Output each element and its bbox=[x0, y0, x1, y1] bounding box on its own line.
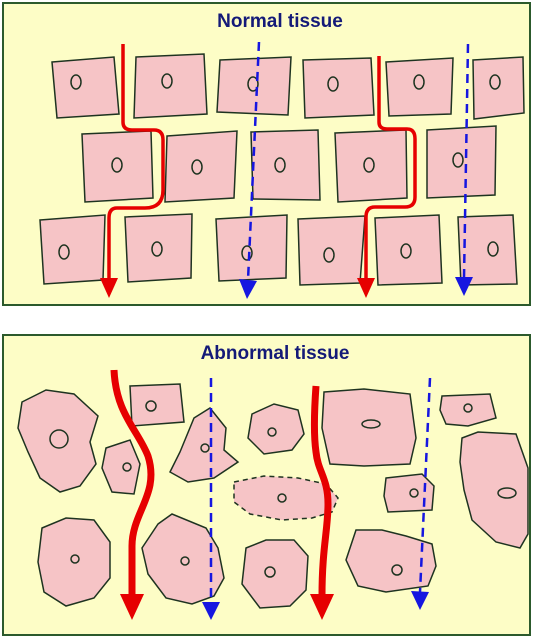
cell bbox=[82, 131, 153, 202]
cell bbox=[130, 384, 184, 426]
normal-tissue-diagram: Normal tissue bbox=[2, 2, 531, 306]
cell bbox=[303, 58, 374, 118]
cell bbox=[40, 215, 105, 284]
cell bbox=[298, 216, 365, 285]
cell bbox=[165, 131, 237, 202]
cell bbox=[384, 474, 434, 512]
cell bbox=[52, 57, 119, 118]
cell bbox=[386, 58, 453, 116]
abnormal-tissue-diagram: Abnormal tissue bbox=[2, 334, 531, 636]
panel-title: Abnormal tissue bbox=[201, 343, 350, 364]
normal-tissue-panel: Normal tissue bbox=[2, 2, 531, 306]
cell bbox=[217, 57, 291, 115]
cell bbox=[125, 214, 192, 282]
cell bbox=[335, 130, 407, 202]
cell bbox=[427, 126, 496, 198]
panel-title: Normal tissue bbox=[217, 11, 343, 32]
abnormal-tissue-panel: Abnormal tissue bbox=[2, 334, 531, 636]
cell bbox=[375, 215, 442, 285]
